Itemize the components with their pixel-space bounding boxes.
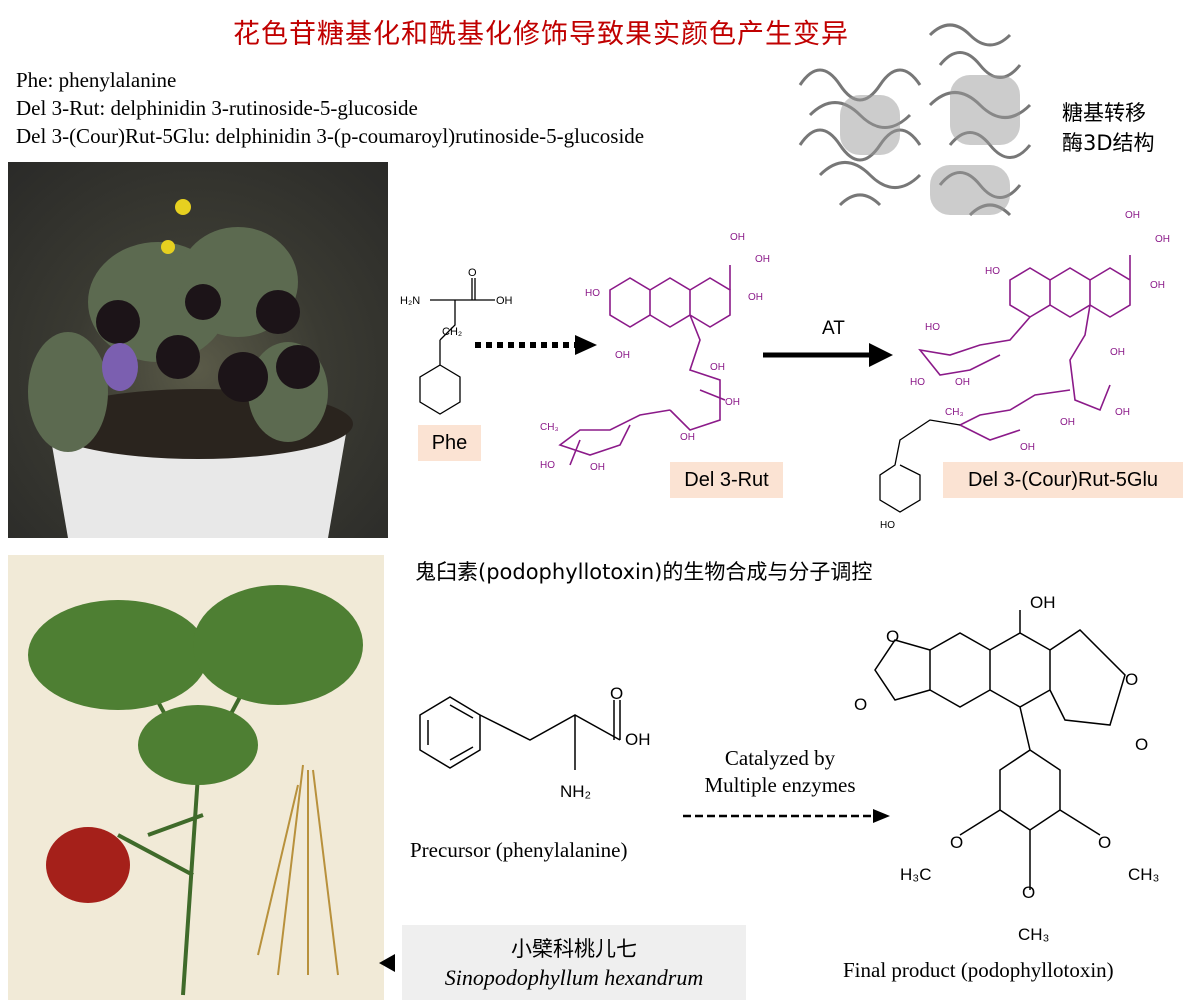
purple-tomato-plant-photo [8, 162, 388, 538]
svg-text:OH: OH [680, 432, 695, 443]
phe-label: Phe [418, 425, 481, 461]
plant-name-box: 小檗科桃儿七 Sinopodophyllum hexandrum [402, 925, 746, 1000]
dotted-arrow [475, 335, 597, 355]
svg-text:OH: OH [955, 377, 970, 388]
svg-text:HO: HO [925, 322, 940, 333]
svg-text:OH: OH [725, 397, 740, 408]
del-rut-label: Del 3-Rut [670, 462, 783, 498]
definition-del-rut: Del 3-Rut: delphinidin 3-rutinoside-5-gl… [16, 96, 418, 120]
svg-text:OH: OH [730, 232, 745, 243]
svg-text:HO: HO [880, 520, 895, 531]
svg-text:OH: OH [710, 362, 725, 373]
svg-text:OH: OH [1110, 347, 1125, 358]
atom-ch2: CH₂ [442, 326, 462, 338]
svg-text:OH: OH [1125, 210, 1140, 221]
atom-o: O [854, 695, 867, 714]
atom-o: O [1098, 833, 1111, 852]
svg-text:CH₃: CH₃ [945, 407, 964, 418]
svg-text:OH: OH [615, 350, 630, 361]
atom-o: O [950, 833, 963, 852]
catalysis-line2: Multiple enzymes [704, 773, 856, 797]
svg-text:OH: OH [1115, 407, 1130, 418]
atom-h3c: H₃C [900, 865, 931, 884]
phenylalanine-structure: O OH NH₂ [419, 684, 651, 801]
protein-label-line2: 酶3D结构 [1062, 131, 1155, 155]
atom-oh: OH [625, 730, 651, 749]
atom-ch3-right: CH₃ [1128, 865, 1159, 884]
atom-o: O [468, 267, 477, 279]
enzyme-at-label: AT [822, 318, 845, 339]
atom-o: O [1022, 883, 1035, 902]
definition-phe: Phe: phenylalanine [16, 68, 177, 92]
svg-text:OH: OH [1150, 280, 1165, 291]
final-product-label: Final product (podophyllotoxin) [843, 958, 1114, 982]
svg-text:HO: HO [585, 288, 600, 299]
atom-o: O [1125, 670, 1138, 689]
precursor-label: Precursor (phenylalanine) [410, 838, 628, 862]
atom-o: O [1135, 735, 1148, 754]
del-rut-structure: HO OH OH OH OH OH OH OH CH₃ HO OH [540, 232, 770, 473]
atom-oh: OH [496, 295, 513, 307]
svg-text:OH: OH [1060, 417, 1075, 428]
svg-text:OH: OH [1155, 234, 1170, 245]
svg-text:CH₃: CH₃ [540, 422, 559, 433]
atom-nh2: NH₂ [560, 782, 591, 801]
section-title-anthocyanin: 花色苷糖基化和酰基化修饰导致果实颜色产生变异 [233, 19, 849, 50]
phe-structure: O H₂N OH CH₂ [400, 267, 513, 415]
section-title-podophyllotoxin: 鬼臼素(podophyllotoxin)的生物合成与分子调控 [415, 560, 873, 584]
del-cour-rut-glu-structure: HO OH OH OH HO HO OH OH OH OH OH CH₃ HO [879, 210, 1170, 531]
dashed-arrow [683, 809, 890, 823]
svg-text:HO: HO [540, 460, 555, 471]
protein-label-line1: 糖基转移 [1062, 101, 1146, 125]
atom-oh: OH [1030, 593, 1056, 612]
podophyllotoxin-structure: OH O O O O O O O H₃C CH₃ CH₃ [854, 593, 1159, 944]
pointer-triangle [379, 954, 395, 972]
svg-text:HO: HO [985, 266, 1000, 277]
svg-text:OH: OH [590, 462, 605, 473]
plant-name-latin: Sinopodophyllum hexandrum [444, 965, 704, 990]
svg-text:HO: HO [910, 377, 925, 388]
atom-ch3-bottom: CH₃ [1018, 925, 1049, 944]
atom-h2n: H₂N [400, 295, 420, 307]
protein-3d-structure-image [798, 23, 1032, 217]
catalysis-line1: Catalyzed by [724, 746, 836, 770]
catalysis-label: Catalyzed by Multiple enzymes [680, 745, 880, 799]
plant-name-chinese: 小檗科桃儿七 [511, 937, 637, 961]
abbreviation-definitions: Phe: phenylalanine Del 3-Rut: delphinidi… [16, 66, 644, 150]
del-cour-rut-glu-label: Del 3-(Cour)Rut-5Glu [943, 462, 1183, 498]
atom-o: O [610, 684, 623, 703]
definition-del-cour: Del 3-(Cour)Rut-5Glu: delphinidin 3-(p-c… [16, 124, 645, 148]
svg-text:OH: OH [1020, 442, 1035, 453]
svg-text:OH: OH [748, 292, 763, 303]
atom-o: O [886, 627, 899, 646]
at-reaction-arrow [763, 343, 893, 367]
sinopodophyllum-illustration [8, 555, 384, 1000]
svg-text:OH: OH [755, 254, 770, 265]
protein-structure-label: 糖基转移 酶3D结构 [1062, 98, 1155, 158]
